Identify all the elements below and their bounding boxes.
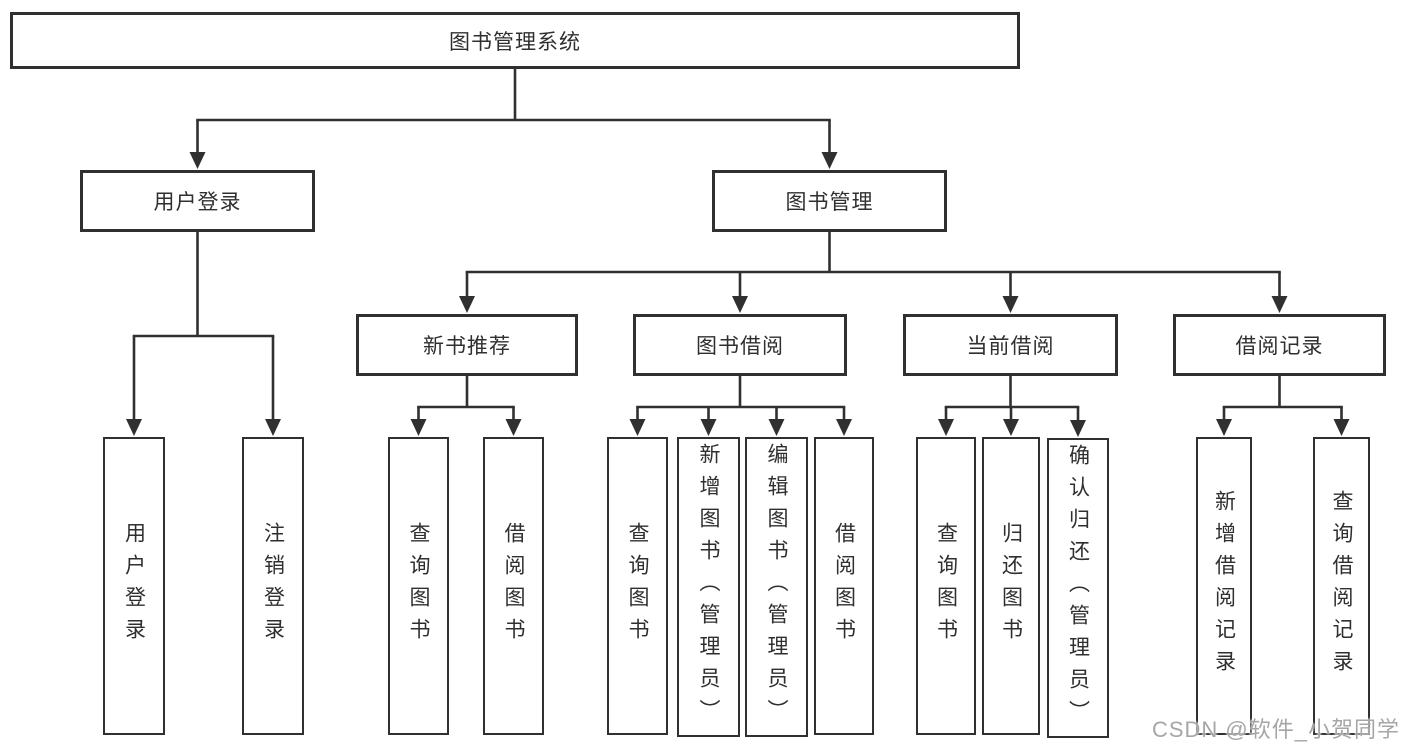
- node-leaf-query-borrow-record: 查询借阅记录: [1313, 437, 1370, 735]
- node-leaf-query-book-3: 查询图书: [916, 437, 976, 735]
- node-label: 图书管理系统: [449, 30, 581, 54]
- node-leaf-user-login: 用户登录: [103, 437, 165, 735]
- arrow-head-icon: [189, 152, 206, 169]
- node-label: 新书推荐: [423, 335, 511, 358]
- arrow-head-icon: [1070, 420, 1086, 437]
- arrow-head-icon: [700, 419, 717, 436]
- node-label: 图书借阅: [696, 335, 784, 358]
- node-new-book-rec: 新书推荐: [356, 314, 578, 376]
- node-label: 查询图书: [407, 522, 431, 650]
- node-current-borrow: 当前借阅: [903, 314, 1118, 376]
- node-label: 借阅图书: [502, 522, 526, 650]
- node-leaf-return-book: 归还图书: [982, 437, 1040, 735]
- watermark: CSDN @软件_小贺同学: [1151, 717, 1400, 742]
- node-label: 编辑图书（管理员）: [765, 443, 789, 731]
- node-label: 新增图书（管理员）: [697, 443, 721, 731]
- arrow-head-icon: [1333, 419, 1350, 436]
- arrow-head-icon: [836, 419, 852, 436]
- node-leaf-query-book-2: 查询图书: [607, 437, 668, 735]
- node-leaf-edit-book-admin: 编辑图书（管理员）: [745, 437, 808, 737]
- arrow-head-icon: [410, 419, 427, 436]
- node-label: 查询图书: [934, 522, 958, 650]
- arrow-head-icon: [265, 419, 281, 436]
- node-book-borrow: 图书借阅: [633, 314, 847, 376]
- node-leaf-add-book-admin: 新增图书（管理员）: [677, 437, 740, 737]
- node-label: 图书管理: [785, 191, 874, 214]
- arrow-head-icon: [1002, 296, 1019, 313]
- node-user-login: 用户登录: [80, 170, 315, 232]
- node-label: 借阅图书: [832, 522, 856, 650]
- node-book-mgmt: 图书管理: [712, 170, 947, 232]
- node-leaf-borrow-book-1: 借阅图书: [483, 437, 544, 735]
- node-label: 用户登录: [153, 191, 242, 214]
- node-label: 查询借阅记录: [1330, 490, 1354, 682]
- arrow-head-icon: [1271, 296, 1288, 313]
- arrow-head-icon: [821, 152, 838, 169]
- node-leaf-query-book-1: 查询图书: [388, 437, 449, 735]
- node-label: 确认归还（管理员）: [1066, 444, 1090, 732]
- arrow-head-icon: [505, 419, 522, 436]
- node-label: 归还图书: [999, 522, 1023, 650]
- arrow-head-icon: [1003, 419, 1019, 436]
- arrow-head-icon: [629, 419, 646, 436]
- node-leaf-confirm-return: 确认归还（管理员）: [1047, 438, 1109, 738]
- arrow-head-icon: [768, 419, 785, 436]
- node-label: 借阅记录: [1235, 335, 1324, 358]
- arrow-head-icon: [1216, 419, 1232, 436]
- node-label: 新增借阅记录: [1212, 490, 1236, 682]
- node-label: 查询图书: [626, 522, 650, 650]
- arrow-head-icon: [938, 419, 954, 436]
- node-label: 用户登录: [122, 522, 146, 650]
- node-label: 注销登录: [261, 522, 285, 650]
- node-leaf-borrow-book-2: 借阅图书: [814, 437, 874, 735]
- node-label: 当前借阅: [966, 335, 1055, 358]
- arrow-head-icon: [732, 296, 748, 313]
- node-root: 图书管理系统: [10, 12, 1020, 69]
- arrow-head-icon: [459, 296, 475, 313]
- node-borrow-record: 借阅记录: [1173, 314, 1386, 376]
- node-leaf-logout: 注销登录: [242, 437, 304, 735]
- arrow-head-icon: [126, 419, 142, 436]
- node-leaf-add-borrow-record: 新增借阅记录: [1196, 437, 1252, 735]
